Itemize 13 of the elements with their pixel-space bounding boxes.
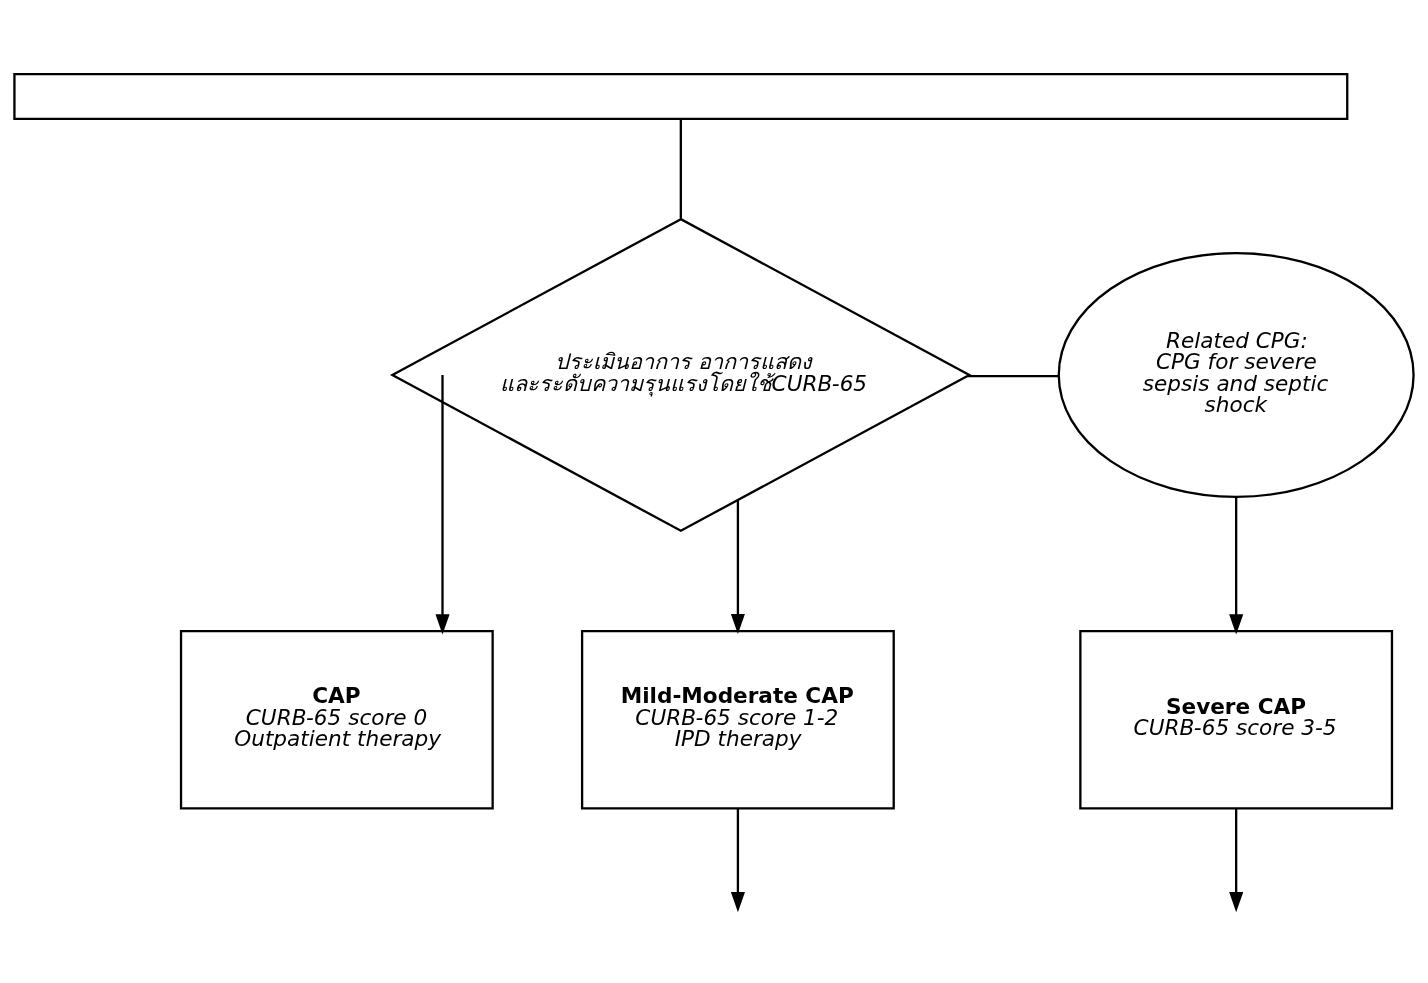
- arrow: [1229, 808, 1244, 912]
- node-box: Mild-Moderate CAP CURB-65 score 1-2 IPD therapy: [580, 629, 895, 810]
- node-box: [13, 72, 1349, 120]
- arrow: [730, 808, 745, 912]
- arrow: [1229, 496, 1244, 634]
- node-box: Severe CAP CURB-65 score 3-5: [1079, 629, 1394, 810]
- node-box: CAP CURB-65 score 0 Outpatient therapy: [179, 629, 494, 810]
- connector: [967, 374, 1059, 377]
- arrow: [435, 374, 450, 634]
- connector: [679, 118, 682, 219]
- node-ellipse: Related CPG: CPG for severe sepsis and septic shock: [1057, 251, 1415, 498]
- arrow: [730, 499, 745, 634]
- node-diamond: ประเมินอาการ อาการแสดง และระดับความรุนแรงโดยใช้CURB-65: [389, 217, 972, 532]
